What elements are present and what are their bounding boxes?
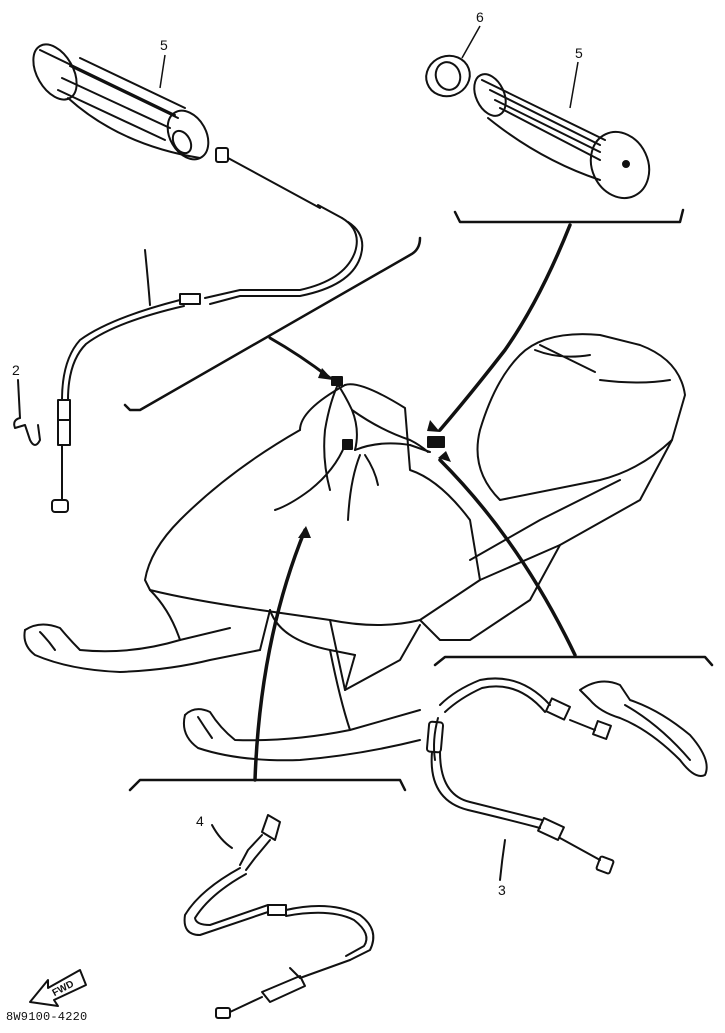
handlebar-grip-right bbox=[473, 73, 651, 200]
group-brackets bbox=[123, 208, 714, 792]
callout-brake-cable: 3 bbox=[498, 882, 506, 898]
handlebar-grip-left bbox=[32, 43, 210, 161]
leader-lines bbox=[253, 223, 577, 782]
drawing-code: 8W9100-4220 bbox=[6, 1010, 88, 1024]
callout-grip-left: 5 bbox=[160, 37, 168, 53]
snowmobile-body bbox=[23, 333, 686, 762]
arrow-heads bbox=[298, 368, 451, 538]
cable-clip bbox=[13, 379, 41, 446]
grip-ring bbox=[425, 54, 471, 98]
callout-ring: 6 bbox=[476, 9, 484, 25]
routed-cables bbox=[274, 376, 445, 521]
brake-cable bbox=[425, 677, 708, 881]
callout-grip-right: 5 bbox=[575, 45, 583, 61]
callout-labels: 5 5 6 2 4 3 FWD bbox=[12, 9, 583, 999]
callout-ticks bbox=[159, 25, 579, 109]
choke-cable bbox=[183, 814, 375, 1019]
callout-choke-cable: 4 bbox=[196, 813, 204, 829]
throttle-cable bbox=[51, 147, 364, 513]
callout-clip: 2 bbox=[12, 362, 20, 378]
fwd-arrow-icon bbox=[29, 969, 87, 1007]
